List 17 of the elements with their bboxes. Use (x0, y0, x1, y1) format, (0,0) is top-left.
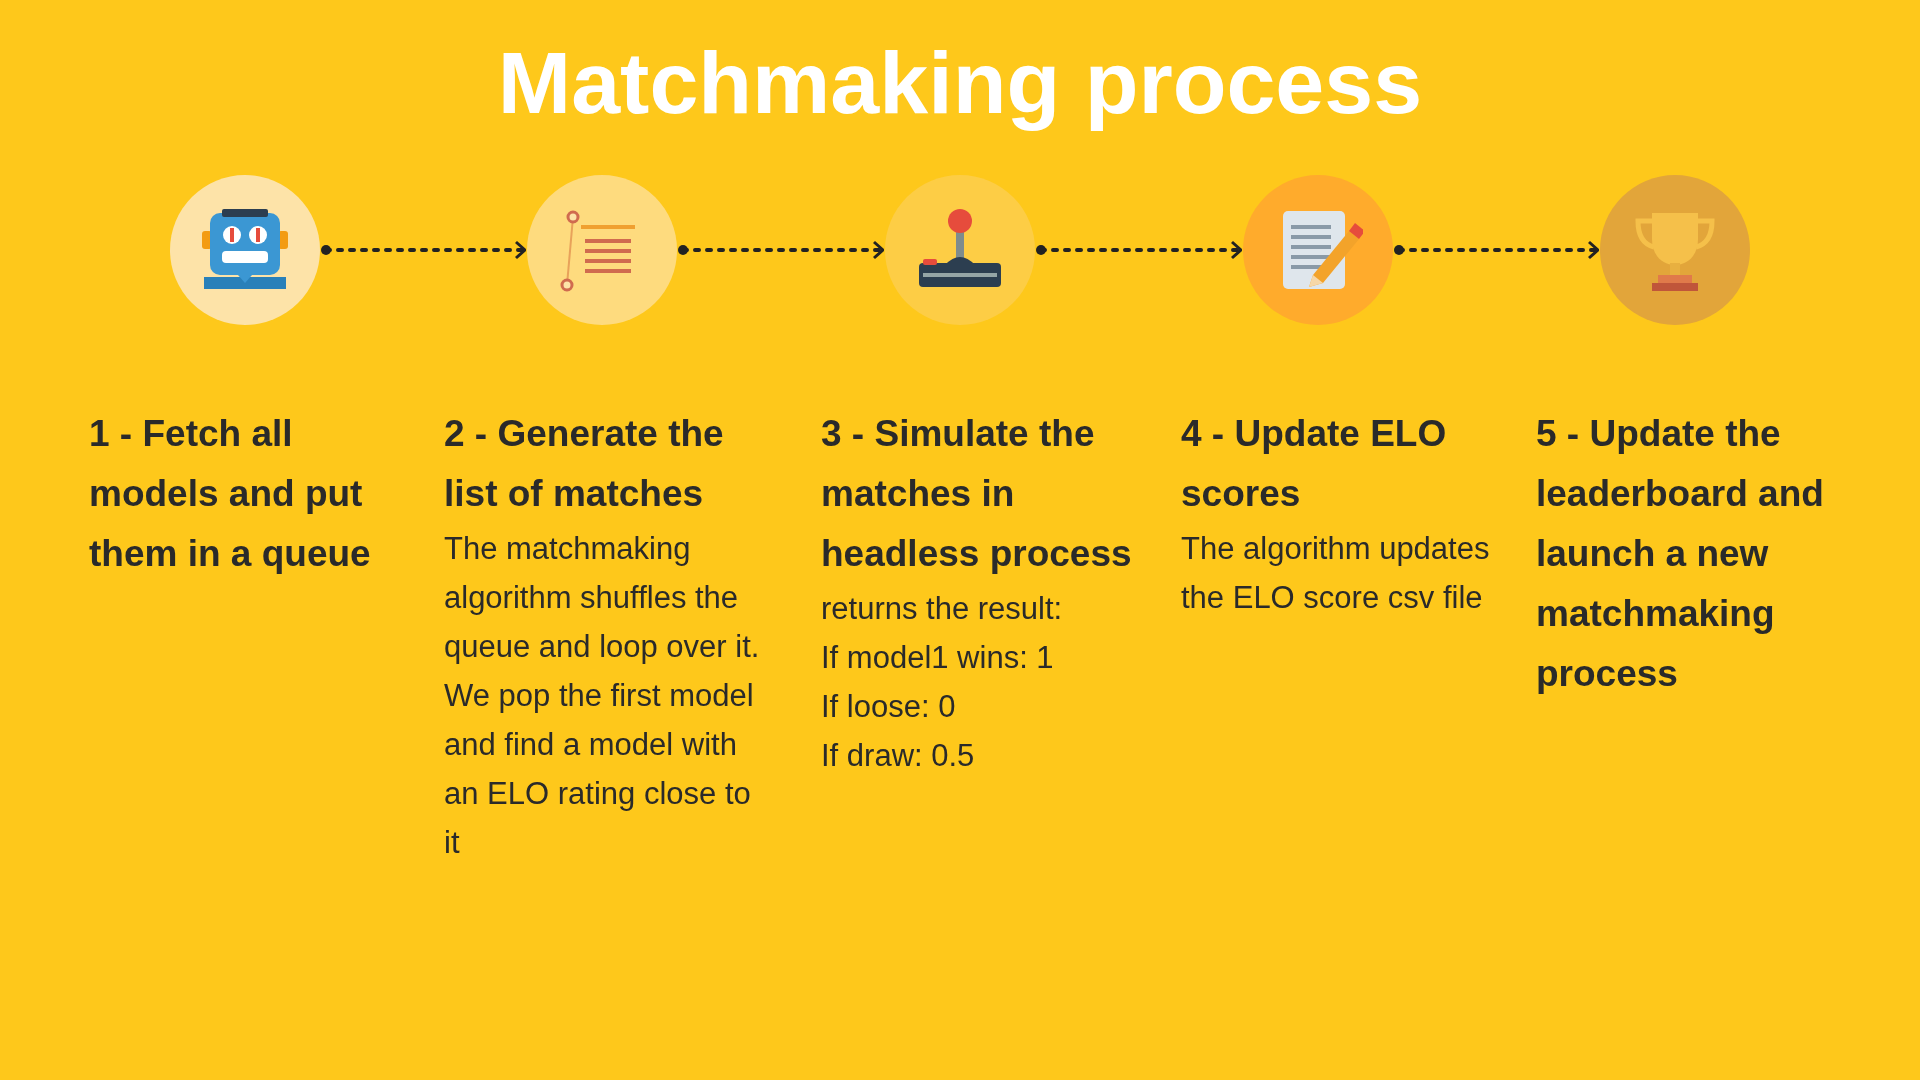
title: Matchmaking process (497, 32, 1423, 134)
step-heading: 4 - Update ELO scores (1181, 412, 1448, 516)
step-description: We pop the first model and find a model with an ELO rating close to it (444, 677, 755, 862)
step-description: If model1 wins: 1 (821, 639, 1055, 677)
dotted-arrow (678, 240, 885, 260)
step-heading: 1 - Fetch all models and put them in a queue (89, 412, 372, 576)
step-description: The algorithm updates the ELO score csv file (1181, 530, 1491, 617)
dotted-arrow (321, 240, 527, 260)
dotted-arrow (1394, 240, 1600, 260)
step-heading: 3 - Simulate the matches in headless process (821, 412, 1133, 576)
step-description: The matchmaking algorithm shuffles the queue and loop over it. (444, 530, 761, 666)
step-heading: 2 - Generate the list of matches (444, 412, 725, 516)
step-description: returns the result: (821, 590, 1064, 628)
step-description: If draw: 0.5 (821, 737, 976, 775)
dotted-arrow (1036, 240, 1243, 260)
step-description: If loose: 0 (821, 688, 957, 726)
step-heading: 5 - Update the leaderboard and launch a new matchmaking process (1536, 412, 1825, 696)
